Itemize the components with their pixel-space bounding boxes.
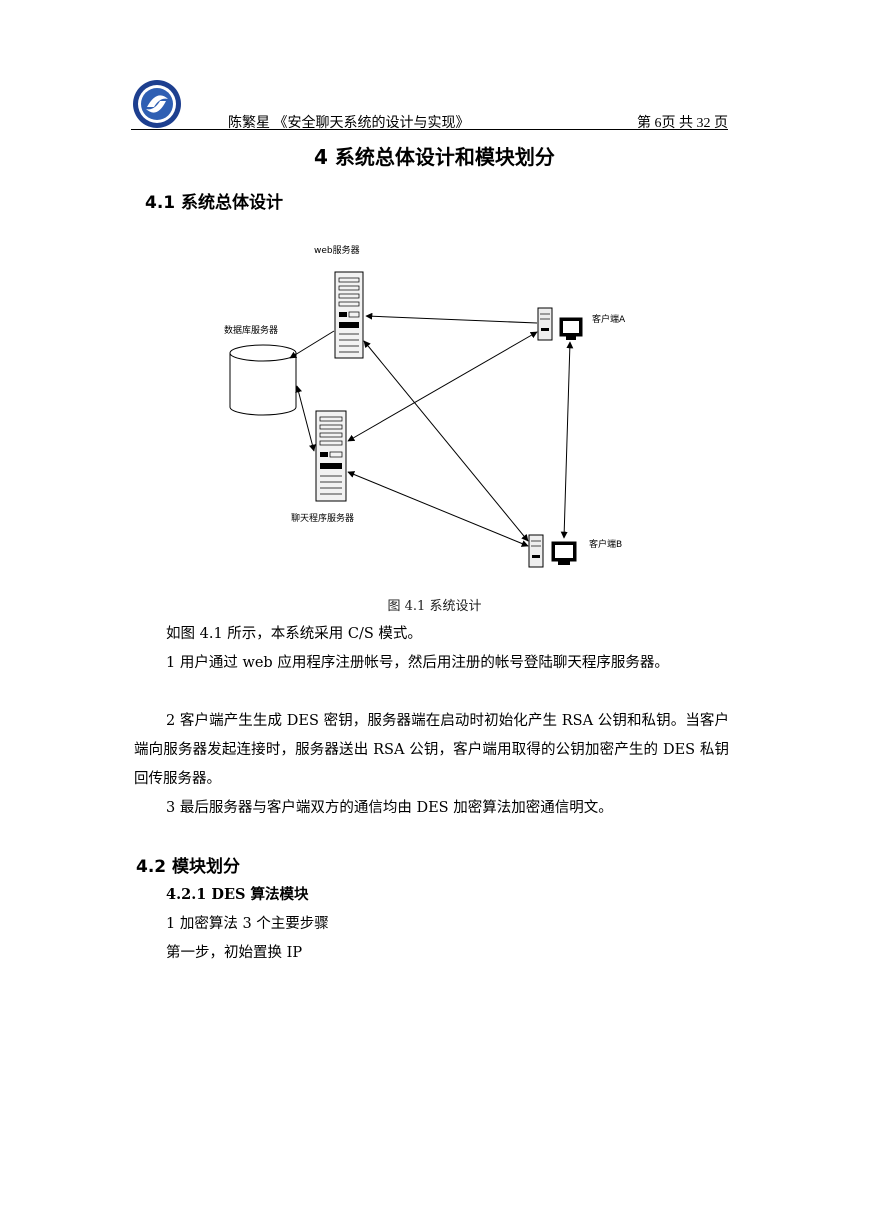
label-database-server: 数据库服务器 (224, 324, 278, 336)
paragraph: 1 用户通过 web 应用程序注册帐号，然后用注册的帐号登陆聊天程序服务器。 (166, 655, 669, 671)
chapter-title: 4 系统总体设计和模块划分 (314, 145, 555, 169)
paragraph: 2 客户端产生生成 DES 密钥，服务器端在启动时初始化产生 RSA 公钥和私钥… (134, 713, 729, 787)
label-chat-server: 聊天程序服务器 (291, 512, 354, 524)
text-line: 第一步，初始置换 IP (166, 945, 303, 961)
text-line: 1 加密算法 3 个主要步骤 (166, 916, 329, 932)
database-icon (229, 344, 297, 416)
web-server-icon (334, 271, 364, 359)
subsection-heading-4-2-1: 4.2.1 DES 算法模块 (166, 886, 309, 903)
paragraph: 3 最后服务器与客户端双方的通信均由 DES 加密算法加密通信明文。 (166, 800, 613, 816)
header-rule (131, 129, 728, 130)
header-page-number: 第 6页 共 32 页 (637, 116, 728, 131)
system-architecture-diagram: web服务器 数据库服务器 聊天程序服务器 客户端A 客户端B (224, 244, 626, 568)
section-heading-4-2: 4.2 模块划分 (136, 857, 241, 877)
header-title: 陈繁星 《安全聊天系统的设计与实现》 (228, 116, 470, 131)
label-web-server: web服务器 (314, 244, 360, 256)
label-client-a: 客户端A (592, 313, 626, 325)
label-client-b: 客户端B (589, 538, 622, 550)
chat-server-icon (315, 410, 347, 502)
client-a-computer-icon (537, 307, 583, 341)
university-logo (133, 80, 181, 128)
figure-caption: 图 4.1 系统设计 (387, 599, 482, 614)
paragraph: 如图 4.1 所示，本系统采用 C/S 模式。 (166, 626, 422, 642)
section-heading-4-1: 4.1 系统总体设计 (145, 193, 284, 213)
connection-lines (289, 312, 574, 547)
client-b-computer-icon (528, 534, 577, 568)
